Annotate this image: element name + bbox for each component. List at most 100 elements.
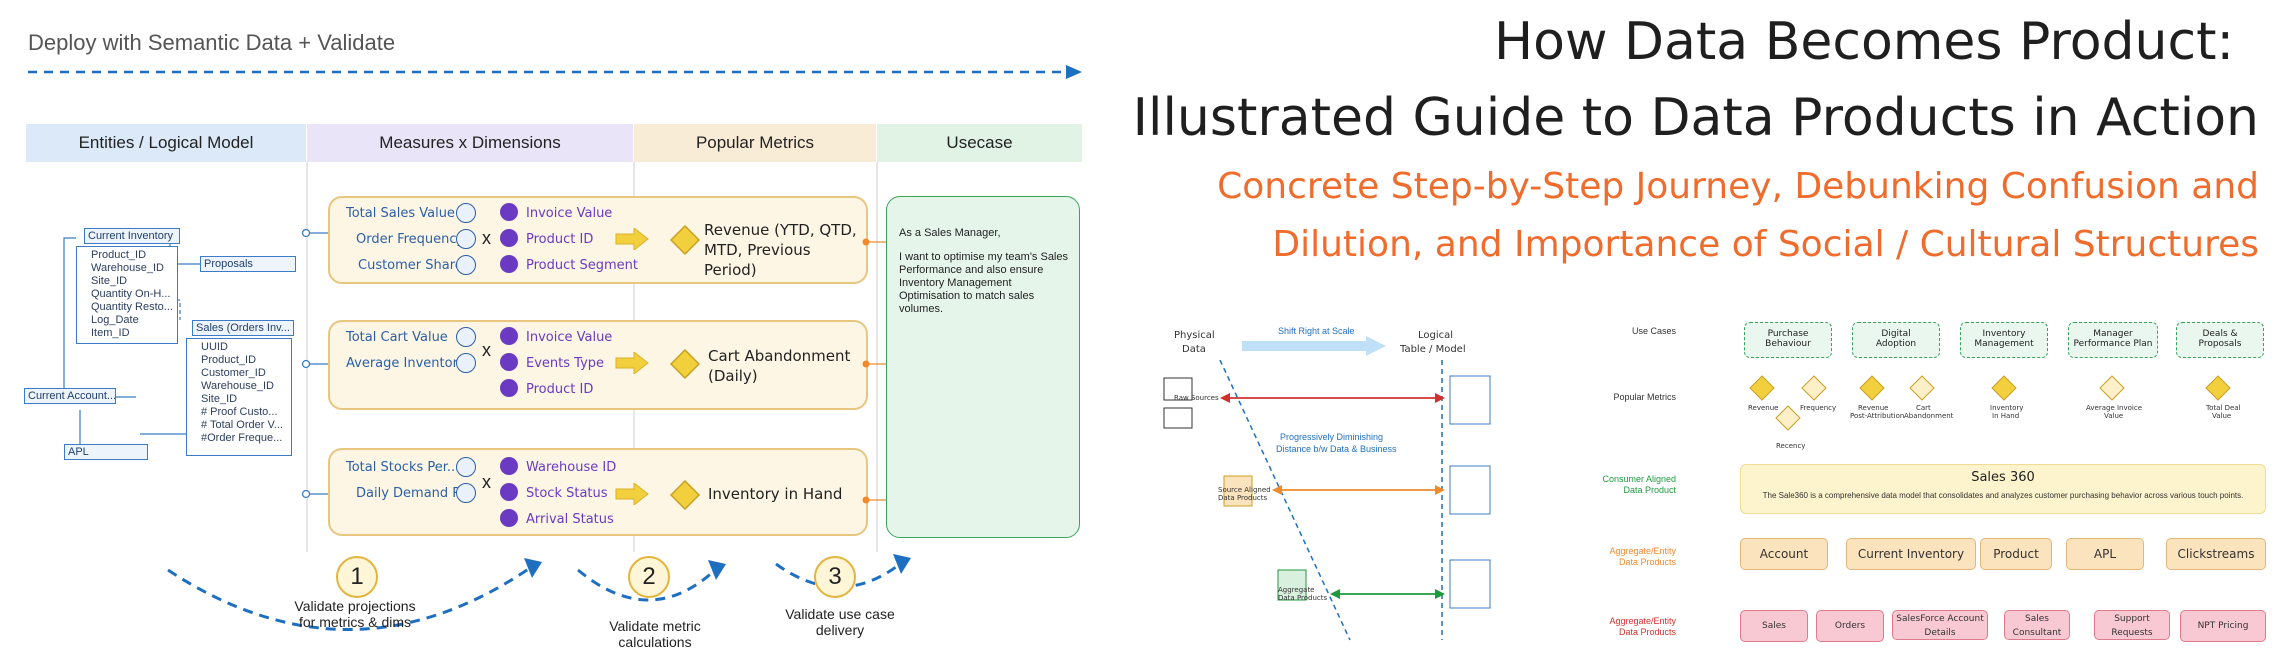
physical-data-label-line-2: Data <box>1182 344 1206 355</box>
use-case-box: Manager Performance Plan <box>2068 322 2158 358</box>
row-label-consumer-line-2: Data Product <box>1623 485 1676 495</box>
metric-revenue-post-attribution-line-1: Revenue <box>1858 404 1889 412</box>
dimension-label: Stock Status <box>526 486 608 501</box>
aggregate-box-clickstreams: Clickstreams <box>2166 538 2266 570</box>
entity-attribute: Quantity On-H... <box>91 288 171 300</box>
entity-attribute: Log_Date <box>91 314 139 326</box>
row-connectors-right <box>862 238 888 504</box>
step-text-1-line-2: for metrics & dims <box>298 614 411 630</box>
use-case-box: Deals & Proposals <box>2176 322 2264 358</box>
row-label-source-line-1: Aggregate/Entity <box>1609 616 1676 626</box>
metric-diamond-icon <box>670 349 700 379</box>
entity-sales-orders: UUID Product_ID Customer_ID Warehouse_ID… <box>186 338 292 456</box>
measures-dims-row-2 <box>328 320 868 410</box>
use-case-line-2: Adoption <box>1875 339 1917 349</box>
entity-sales-orders-title: Sales (Orders Inv... <box>192 320 294 336</box>
sales-360-box: Sales 360 The Sale360 is a comprehensive… <box>1740 464 2266 514</box>
page-title-line-2: Illustrated Guide to Data Products in Ac… <box>1132 88 2259 148</box>
flow-arrow-icon <box>615 483 649 505</box>
measure-gauge-icon <box>456 483 476 503</box>
entity-current-account-title: Current Account... <box>24 388 116 404</box>
metric-cart-abandonment-line-2: Abandonment <box>1904 412 1954 420</box>
sales-360-title: Sales 360 <box>1971 470 2035 485</box>
measure-label: Customer Share <box>358 258 463 273</box>
metric-total-deal-value-line-2: Value <box>2212 412 2232 420</box>
entity-attribute: Product_ID <box>201 354 257 366</box>
usecase-text-story: I want to optimise my team's Sales Perfo… <box>899 251 1068 315</box>
entity-attribute: Quantity Resto... <box>91 301 173 313</box>
entity-attribute: Warehouse_ID <box>201 380 274 392</box>
metric-label: Revenue (YTD, QTD, MTD, Previous Period) <box>704 221 857 279</box>
use-case-box: Inventory Management <box>1960 322 2048 358</box>
entity-current-inventory-title: Current Inventory <box>84 228 180 244</box>
step-text-1-line-1: Validate projections <box>294 598 416 614</box>
use-case-line-2: Behaviour <box>1765 339 1811 349</box>
entity-attribute: # Proof Custo... <box>201 406 278 418</box>
multiply-sign: x <box>482 228 491 248</box>
physical-data-label-line-1: Physical <box>1174 330 1215 341</box>
use-case-line-1: Inventory <box>1982 329 2026 339</box>
dimension-cube-icon <box>500 483 518 501</box>
middle-flow-diagram <box>1163 360 1491 641</box>
source-box-sales-consultant: Sales Consultant <box>2004 610 2070 640</box>
measure-label: Total Sales Value <box>346 206 455 221</box>
dimension-label: Invoice Value <box>526 330 613 345</box>
dimension-label: Product ID <box>526 382 594 397</box>
measure-label: Total Stocks Per... <box>346 460 460 475</box>
dimension-cube-icon <box>500 203 518 221</box>
dimension-label: Arrival Status <box>526 512 614 527</box>
row-label-consumer-line-1: Consumer Aligned <box>1602 474 1676 484</box>
metric-recency: Recency <box>1776 442 1806 450</box>
aggregate-label-line-1: Aggregate <box>1278 586 1315 594</box>
measure-gauge-icon <box>456 203 476 223</box>
entity-attribute: Warehouse_ID <box>91 262 164 274</box>
source-box-orders: Orders <box>1816 610 1884 642</box>
dimension-label: Warehouse ID <box>526 460 617 475</box>
use-case-box: Digital Adoption <box>1852 322 1940 358</box>
entity-attribute: # Total Order V... <box>201 419 283 431</box>
dimension-cube-icon <box>500 379 518 397</box>
column-header-usecase: Usecase <box>877 124 1082 162</box>
entity-attribute: UUID <box>201 341 228 353</box>
use-case-line-2: Performance Plan <box>2073 339 2153 349</box>
logical-model-label-line-2: Table / Model <box>1400 344 1466 355</box>
aggregate-box-apl: APL <box>2066 538 2144 570</box>
use-case-line-2: Proposals <box>2198 339 2242 349</box>
dimension-label: Product ID <box>526 232 594 247</box>
raw-sources-label: Raw Sources <box>1174 394 1219 402</box>
sales-360-description: The Sale360 is a comprehensive data mode… <box>1762 491 2244 500</box>
shift-right-label: Shift Right at Scale <box>1278 326 1355 336</box>
use-case-line-1: Deals & <box>2202 329 2238 339</box>
dimension-cube-icon <box>500 327 518 345</box>
entity-attribute: Site_ID <box>91 275 128 287</box>
page-title-line-1: How Data Becomes Product: <box>1494 12 2234 72</box>
measure-label: Total Cart Value <box>346 330 448 345</box>
metric-diamonds <box>1749 375 2231 431</box>
measure-label: Order Frequency <box>356 232 465 247</box>
metric-total-deal-value-line-1: Total Deal <box>2206 404 2241 412</box>
entity-proposals-title: Proposals <box>200 256 296 272</box>
use-case-line-2: Management <box>1974 339 2034 349</box>
measure-label: Daily Demand R... <box>356 486 474 501</box>
use-case-box: Purchase Behaviour <box>1744 322 1832 358</box>
metric-cart-abandonment-line-1: Cart <box>1916 404 1931 412</box>
row-label-aggregate-line-2: Data Products <box>1618 557 1676 567</box>
multiply-sign: x <box>482 472 491 492</box>
metric-inventory-in-hand-line-2: In Hand <box>1992 412 2020 420</box>
entity-attribute: Product_ID <box>91 249 147 261</box>
aggregate-box-current-inventory: Current Inventory <box>1846 538 1976 570</box>
aggregate-label-line-2: Data Products <box>1278 594 1328 602</box>
use-case-line-1: Digital <box>1881 329 1911 339</box>
measures-dims-row-3 <box>328 448 868 536</box>
measure-gauge-icon <box>456 457 476 477</box>
dimension-cube-icon <box>500 509 518 527</box>
metric-average-invoice-value-line-1: Average Invoice <box>2086 404 2142 412</box>
source-box-sales: Sales <box>1740 610 1808 642</box>
source-aligned-label-line-2: Data Products <box>1218 494 1268 502</box>
dimension-cube-icon <box>500 255 518 273</box>
row-label-popular-metrics: Popular Metrics <box>1613 392 1676 402</box>
dimension-label: Invoice Value <box>526 206 613 221</box>
step-text-3-line-1: Validate use case <box>785 606 895 622</box>
entity-apl-title: APL <box>64 444 148 460</box>
entity-attribute: Item_ID <box>91 327 130 339</box>
